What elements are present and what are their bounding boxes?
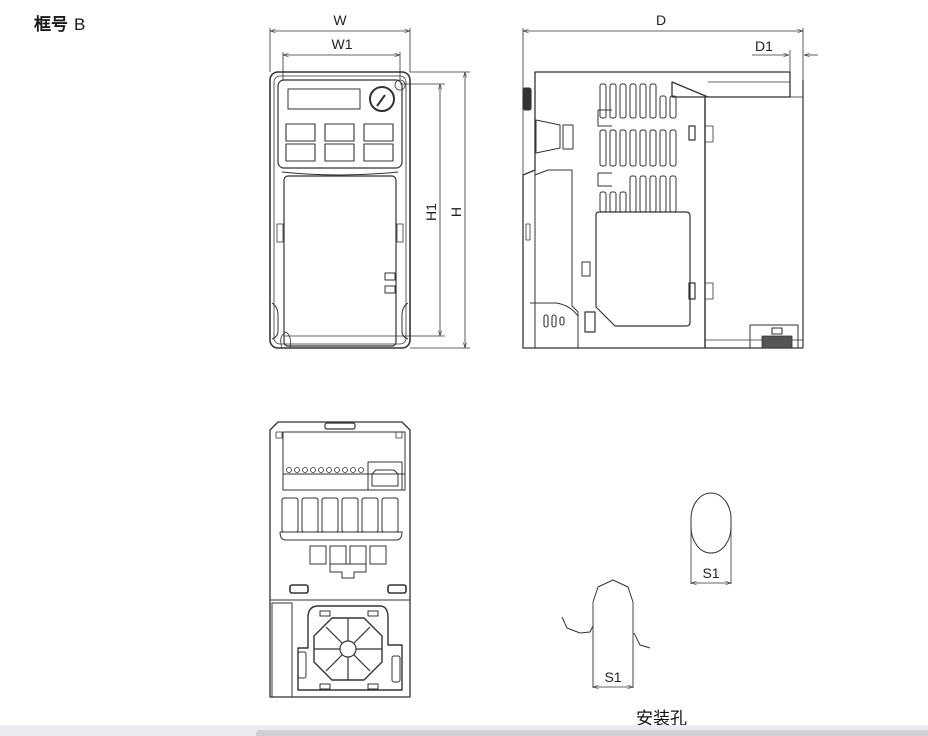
dim-h-label: H bbox=[448, 207, 464, 217]
dim-w-label: W bbox=[333, 12, 347, 28]
mounting-holes: S1 S1 bbox=[561, 492, 732, 688]
dim-s1-slot-label: S1 bbox=[604, 669, 621, 685]
mounting-holes-caption: 安装孔 bbox=[636, 709, 687, 729]
dim-s1-round-label: S1 bbox=[702, 565, 719, 581]
dim-d1-label: D1 bbox=[755, 38, 773, 54]
dim-d-label: D bbox=[656, 12, 666, 28]
bottom-bar bbox=[0, 725, 928, 736]
frame-title: 框号 B bbox=[34, 10, 85, 35]
front-view: W W1 H1 H bbox=[269, 12, 470, 349]
dim-h1-label: H1 bbox=[423, 203, 439, 221]
frame-code: B bbox=[74, 15, 86, 34]
dim-w1-label: W1 bbox=[332, 36, 353, 52]
frame-label: 框号 bbox=[34, 15, 68, 35]
bottom-view bbox=[269, 421, 411, 698]
side-view: D D1 bbox=[522, 12, 818, 349]
horizontal-scrollbar[interactable] bbox=[256, 730, 928, 736]
